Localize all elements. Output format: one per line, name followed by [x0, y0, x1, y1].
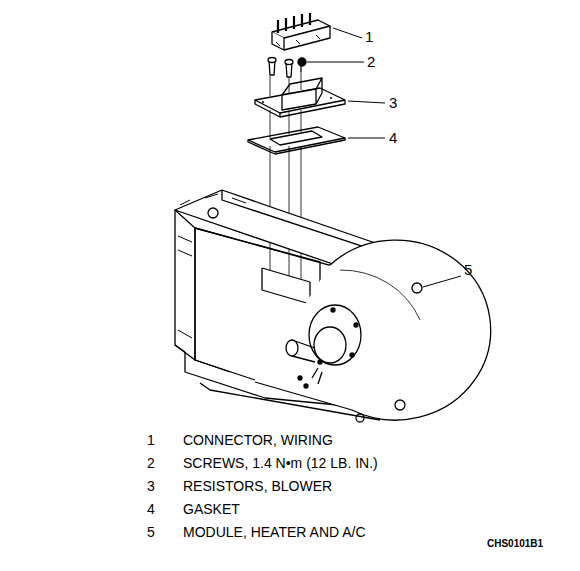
key-number: 1 [147, 432, 155, 448]
screws [268, 58, 306, 78]
callout-number: 5 [464, 262, 472, 278]
key-number: 2 [147, 455, 155, 471]
callout-number: 2 [367, 54, 375, 70]
key-number: 4 [147, 501, 155, 517]
key-text: RESISTORS, BLOWER [183, 478, 332, 494]
key-text: GASKET [183, 501, 240, 517]
key-text: MODULE, HEATER AND A/C [183, 524, 366, 540]
gasket [248, 127, 345, 154]
key-number: 3 [147, 478, 155, 494]
heater-ac-module [175, 190, 491, 422]
blower-resistor [255, 78, 345, 117]
callout-number: 4 [389, 130, 397, 146]
alignment-lines [270, 72, 301, 292]
leader-lines [307, 28, 461, 287]
key-text: CONNECTOR, WIRING [183, 432, 333, 448]
wiring-connector [272, 13, 330, 50]
figure-code: CHS0101B1 [487, 536, 543, 552]
callout-number: 1 [365, 29, 373, 45]
key-number: 5 [147, 524, 155, 540]
callout-number: 3 [389, 95, 397, 111]
key-text: SCREWS, 1.4 N•m (12 LB. IN.) [183, 455, 378, 471]
